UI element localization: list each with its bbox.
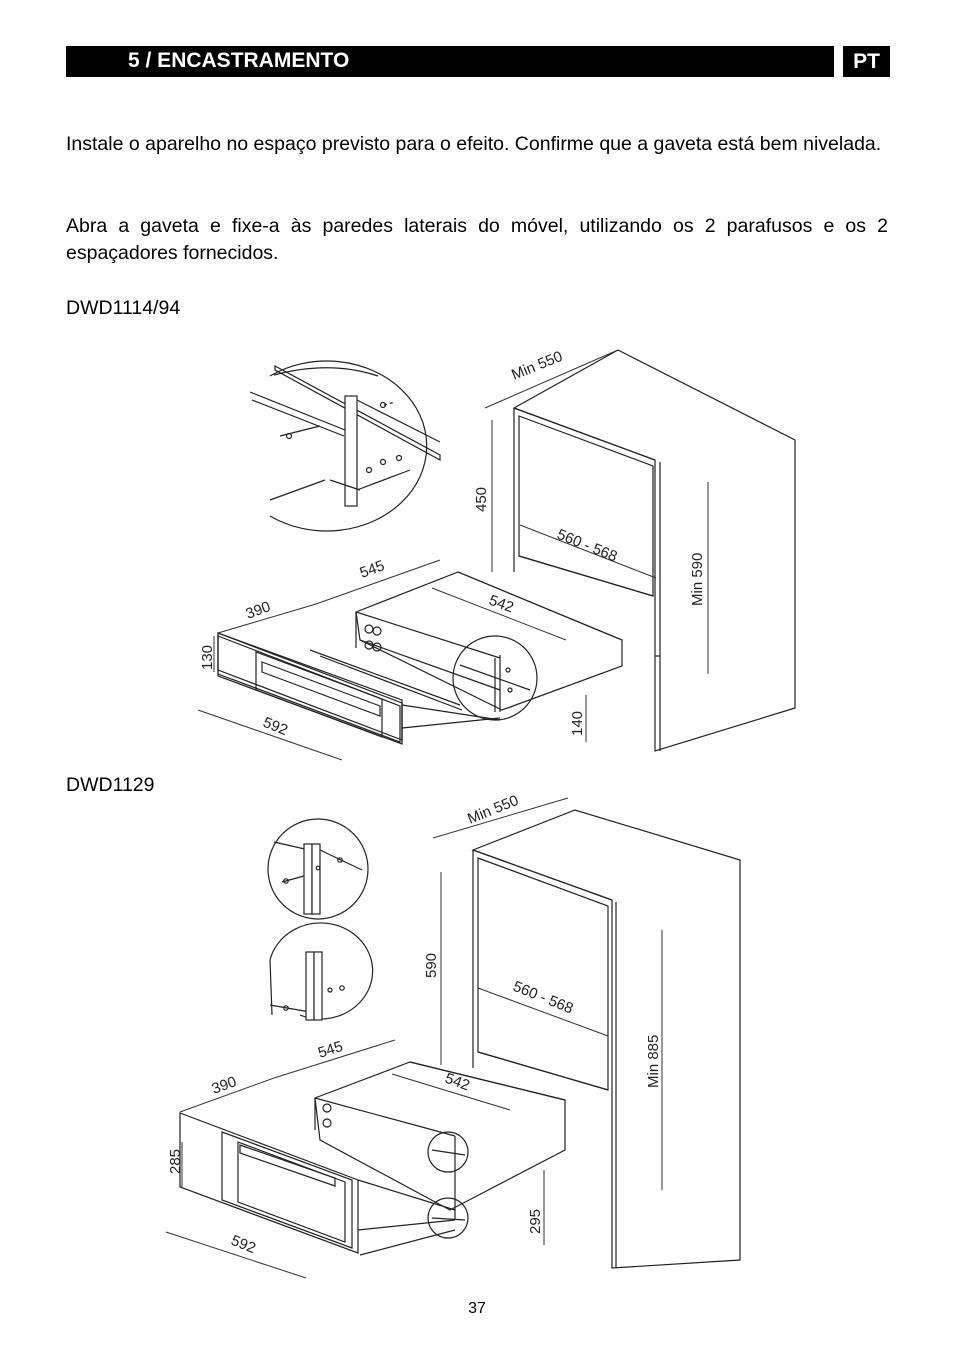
model-label-dwd1129: DWD1129 xyxy=(66,774,155,796)
dim-min-550: Min 550 xyxy=(465,792,521,828)
dim-590: 590 xyxy=(423,953,440,978)
dim-285: 285 xyxy=(167,1149,184,1174)
section-header: 5 / ENCASTRAMENTO xyxy=(66,46,834,77)
screw-detail-circle-large xyxy=(249,360,441,532)
language-badge: PT xyxy=(843,46,890,77)
page-number: 37 xyxy=(468,1300,486,1317)
cabinet-outline xyxy=(512,349,796,752)
dim-450: 450 xyxy=(473,487,490,512)
drawer-housing xyxy=(355,571,623,712)
instruction-paragraph-2: Abra a gaveta e fixe-a às paredes latera… xyxy=(66,215,888,264)
dim-545: 545 xyxy=(358,557,387,582)
drawer-housing xyxy=(314,1061,566,1220)
dim-min-590: Min 590 xyxy=(689,553,706,606)
screw-detail-circle-upper xyxy=(427,1131,469,1173)
screw-zoom-detail-1 xyxy=(267,818,369,920)
dim-545: 545 xyxy=(316,1038,345,1062)
model-label-dwd1114: DWD1114/94 xyxy=(66,297,181,319)
dim-min-550: Min 550 xyxy=(509,348,565,384)
dim-140: 140 xyxy=(569,711,586,736)
dim-592: 592 xyxy=(229,1232,259,1257)
dim-295: 295 xyxy=(527,1209,544,1234)
section-title: 5 / ENCASTRAMENTO xyxy=(128,49,350,72)
dim-592: 592 xyxy=(261,714,291,739)
instruction-paragraph-1: Instale o aparelho no espaço previsto pa… xyxy=(66,133,882,155)
dim-min-885: Min 885 xyxy=(645,1035,662,1088)
screw-detail-circle-small xyxy=(452,635,538,721)
drawer-front xyxy=(217,632,501,745)
drawer-front xyxy=(179,1112,456,1256)
installation-diagram-dwd1129: Min 550 590 560 - 568 Min 885 545 390 54… xyxy=(0,790,954,1280)
installation-diagram-dwd1114: Min 550 450 560 - 568 Min 590 545 390 54… xyxy=(0,340,954,770)
dim-390: 390 xyxy=(210,1073,239,1098)
dim-130: 130 xyxy=(199,645,216,670)
screw-detail-circle-lower xyxy=(427,1197,469,1239)
screw-zoom-detail-2 xyxy=(269,922,374,1021)
dim-390: 390 xyxy=(244,598,273,623)
cabinet-outline xyxy=(471,809,741,1269)
